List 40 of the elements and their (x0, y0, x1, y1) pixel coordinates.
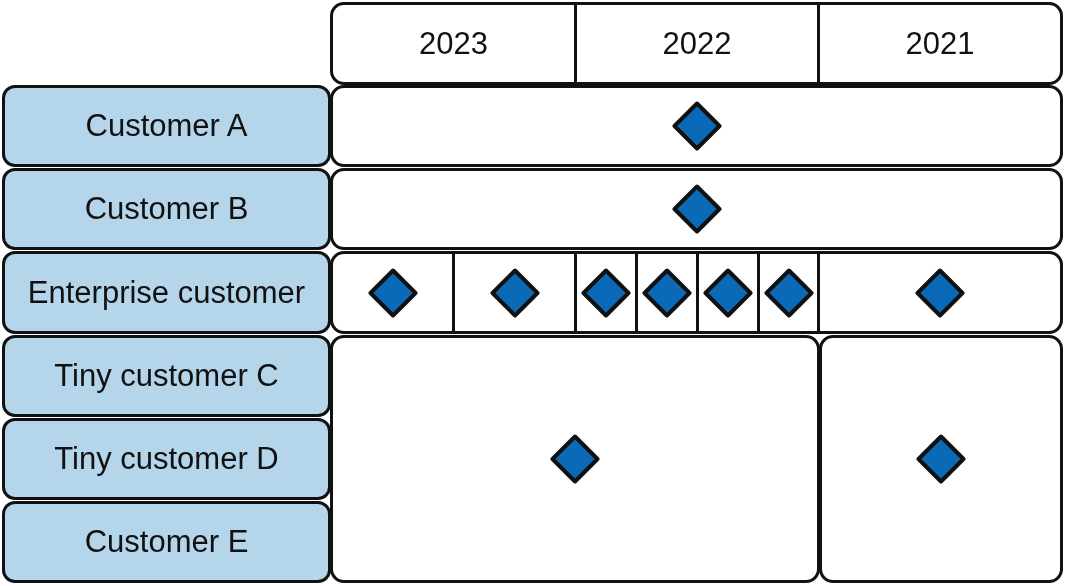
timeline-cell (574, 251, 638, 334)
customer-row-header (2, 501, 331, 583)
customer-name: Tiny customer D (54, 441, 279, 477)
diamond-marker (916, 434, 966, 484)
timeline-cell (819, 335, 1063, 583)
diamond-marker (642, 267, 692, 318)
diamond-marker (763, 267, 814, 318)
year-label: 2023 (419, 25, 488, 62)
diamond-marker (367, 267, 418, 318)
timeline-cell (330, 335, 820, 583)
diamond-marker (671, 184, 722, 234)
customer-row-header (2, 418, 331, 500)
customer-row-header (2, 85, 331, 167)
diamond-marker (671, 101, 722, 151)
customer-name: Enterprise customer (27, 274, 306, 311)
customer-name: Customer B (84, 191, 249, 227)
diamond-marker (550, 434, 600, 484)
year-header (330, 2, 577, 85)
timeline-cell (696, 251, 760, 334)
timeline-cell (635, 251, 699, 334)
diamond-marker (489, 267, 540, 318)
diamond-marker (915, 267, 965, 318)
customer-name: Customer A (85, 108, 248, 144)
customer-row-header (2, 168, 331, 250)
timeline-cell (757, 251, 820, 334)
customer-row-header (2, 335, 331, 417)
timeline-cell (452, 251, 577, 334)
customer-row-header (2, 251, 331, 334)
customer-name: Customer E (84, 524, 249, 560)
timeline-cell (817, 251, 1063, 334)
year-label: 2022 (662, 25, 732, 62)
year-header (817, 2, 1063, 85)
year-header (574, 2, 820, 85)
timeline-cell (330, 85, 1063, 167)
customer-name: Tiny customer C (54, 358, 279, 394)
diamond-marker (581, 267, 631, 318)
diamond-marker (703, 267, 753, 318)
timeline-cell (330, 168, 1063, 250)
timeline-cell (330, 251, 455, 334)
year-label: 2021 (905, 25, 975, 62)
